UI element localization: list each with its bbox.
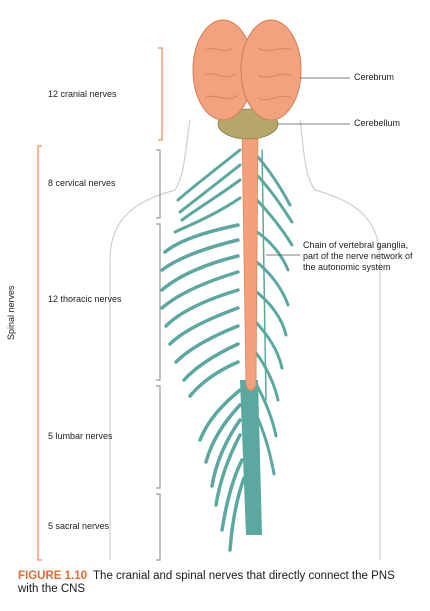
bracket-spinal: [38, 146, 42, 560]
label-cervical-nerves: 8 cervical nerves: [48, 178, 116, 189]
label-cranial-nerves: 12 cranial nerves: [48, 89, 117, 100]
spinal-cord: [242, 128, 258, 390]
label-sacral-nerves: 5 sacral nerves: [48, 521, 109, 532]
bracket-lumbar: [156, 386, 160, 488]
label-cerebellum: Cerebellum: [354, 118, 400, 129]
cauda-equina: [240, 380, 262, 535]
bracket-thoracic: [156, 224, 160, 380]
figure-number: FIGURE 1.10: [18, 570, 87, 582]
cerebrum: [193, 20, 301, 120]
bracket-cervical: [156, 150, 160, 218]
label-lumbar-nerves: 5 lumbar nerves: [48, 431, 113, 442]
nerve-branches: [162, 150, 292, 550]
bracket-sacral: [156, 494, 160, 560]
figure-caption: FIGURE 1.10 The cranial and spinal nerve…: [18, 570, 418, 596]
label-spinal-nerves: Spinal nerves: [6, 285, 16, 340]
label-cerebrum: Cerebrum: [354, 72, 394, 83]
label-thoracic-nerves: 12 thoracic nerves: [48, 294, 122, 305]
label-vertebral-ganglia: Chain of vertebral ganglia, part of the …: [303, 240, 421, 273]
bracket-cranial: [158, 48, 162, 140]
